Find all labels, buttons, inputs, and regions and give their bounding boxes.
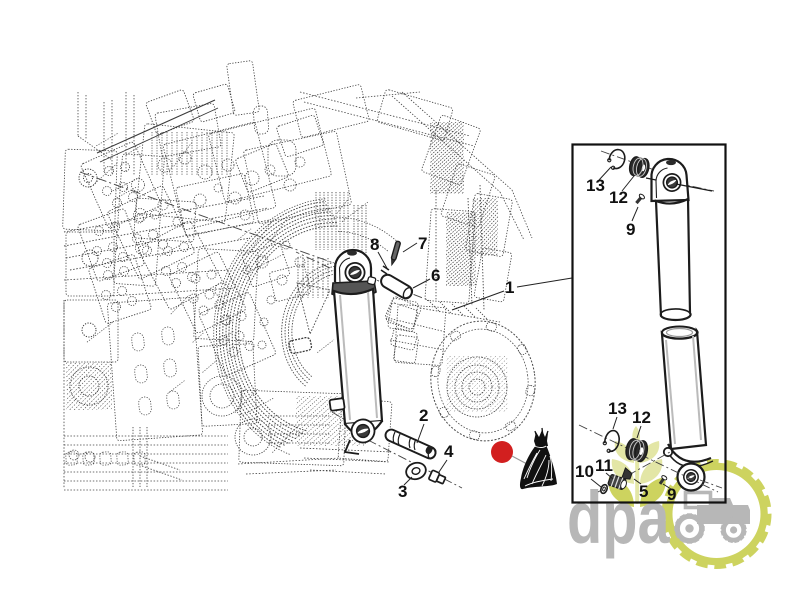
svg-text:dpa: dpa bbox=[567, 477, 671, 560]
svg-text:9: 9 bbox=[667, 485, 676, 504]
svg-text:1: 1 bbox=[505, 278, 514, 297]
svg-text:4: 4 bbox=[444, 442, 454, 461]
svg-text:13: 13 bbox=[608, 399, 627, 418]
svg-text:6: 6 bbox=[431, 266, 440, 285]
svg-text:3: 3 bbox=[398, 482, 407, 501]
svg-text:9: 9 bbox=[626, 220, 635, 239]
svg-text:12: 12 bbox=[609, 188, 628, 207]
svg-text:5: 5 bbox=[639, 482, 648, 501]
svg-text:12: 12 bbox=[632, 408, 651, 427]
svg-text:8: 8 bbox=[370, 235, 379, 254]
svg-text:2: 2 bbox=[419, 406, 428, 425]
svg-text:13: 13 bbox=[586, 176, 605, 195]
svg-text:7: 7 bbox=[418, 234, 427, 253]
svg-text:11: 11 bbox=[595, 456, 613, 475]
svg-text:10: 10 bbox=[575, 462, 594, 481]
